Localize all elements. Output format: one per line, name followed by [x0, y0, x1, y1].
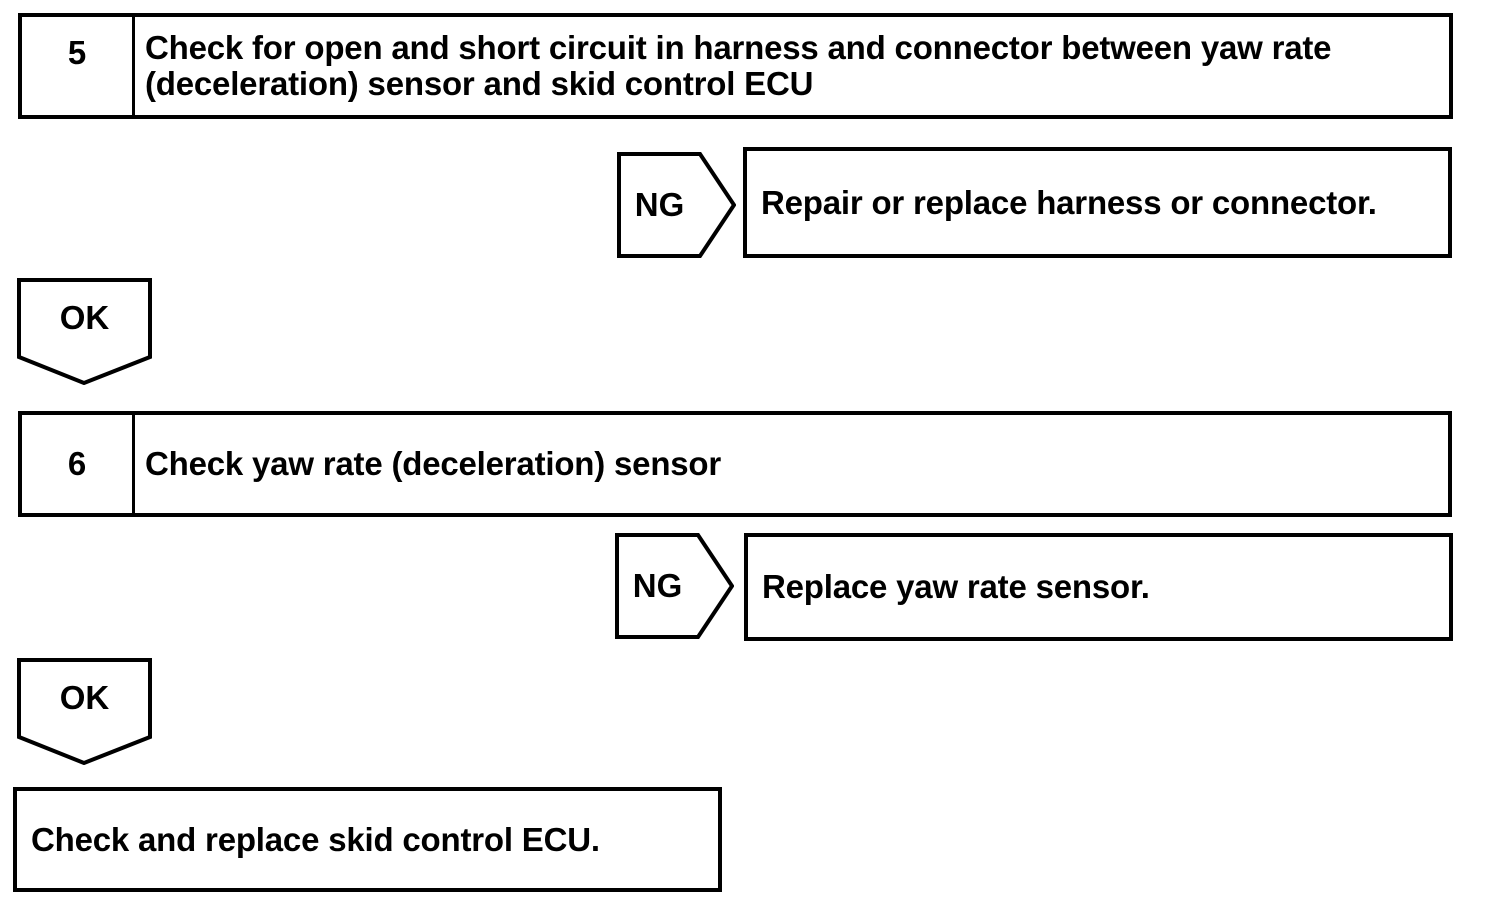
ok-arrow-icon [17, 278, 152, 385]
step-6-box: 6 Check yaw rate (deceleration) sensor [18, 411, 1452, 517]
ng-label: NG [632, 567, 683, 604]
ok-connector: OK [17, 658, 152, 765]
ng-action-box: Replace yaw rate sensor. [744, 533, 1453, 641]
step-number: 6 [22, 415, 135, 513]
ng-action-box: Repair or replace harness or connector. [743, 147, 1452, 258]
ng-connector: NG [615, 533, 734, 639]
ok-label: OK [59, 299, 110, 336]
ng-arrow-icon [617, 152, 736, 258]
action-text: Repair or replace harness or connector. [761, 183, 1377, 221]
final-action-text: Check and replace skid control ECU. [31, 820, 600, 858]
ng-arrow-icon [615, 533, 734, 639]
step-instruction: Check yaw rate (deceleration) sensor [145, 445, 722, 482]
action-text: Replace yaw rate sensor. [762, 568, 1150, 605]
step-5-box: 5 Check for open and short circuit in ha… [18, 13, 1453, 119]
step-instruction-area: Check yaw rate (deceleration) sensor [135, 415, 1448, 513]
ok-label: OK [59, 679, 110, 716]
ok-connector: OK [17, 278, 152, 385]
step-instruction: Check for open and short circuit in harn… [145, 29, 1332, 102]
step-number: 5 [22, 17, 135, 115]
step-instruction-area: Check for open and short circuit in harn… [135, 17, 1449, 115]
ng-label: NG [634, 186, 685, 223]
ng-connector: NG [617, 152, 736, 258]
ok-arrow-icon [17, 658, 152, 765]
final-action-box: Check and replace skid control ECU. [13, 787, 722, 892]
